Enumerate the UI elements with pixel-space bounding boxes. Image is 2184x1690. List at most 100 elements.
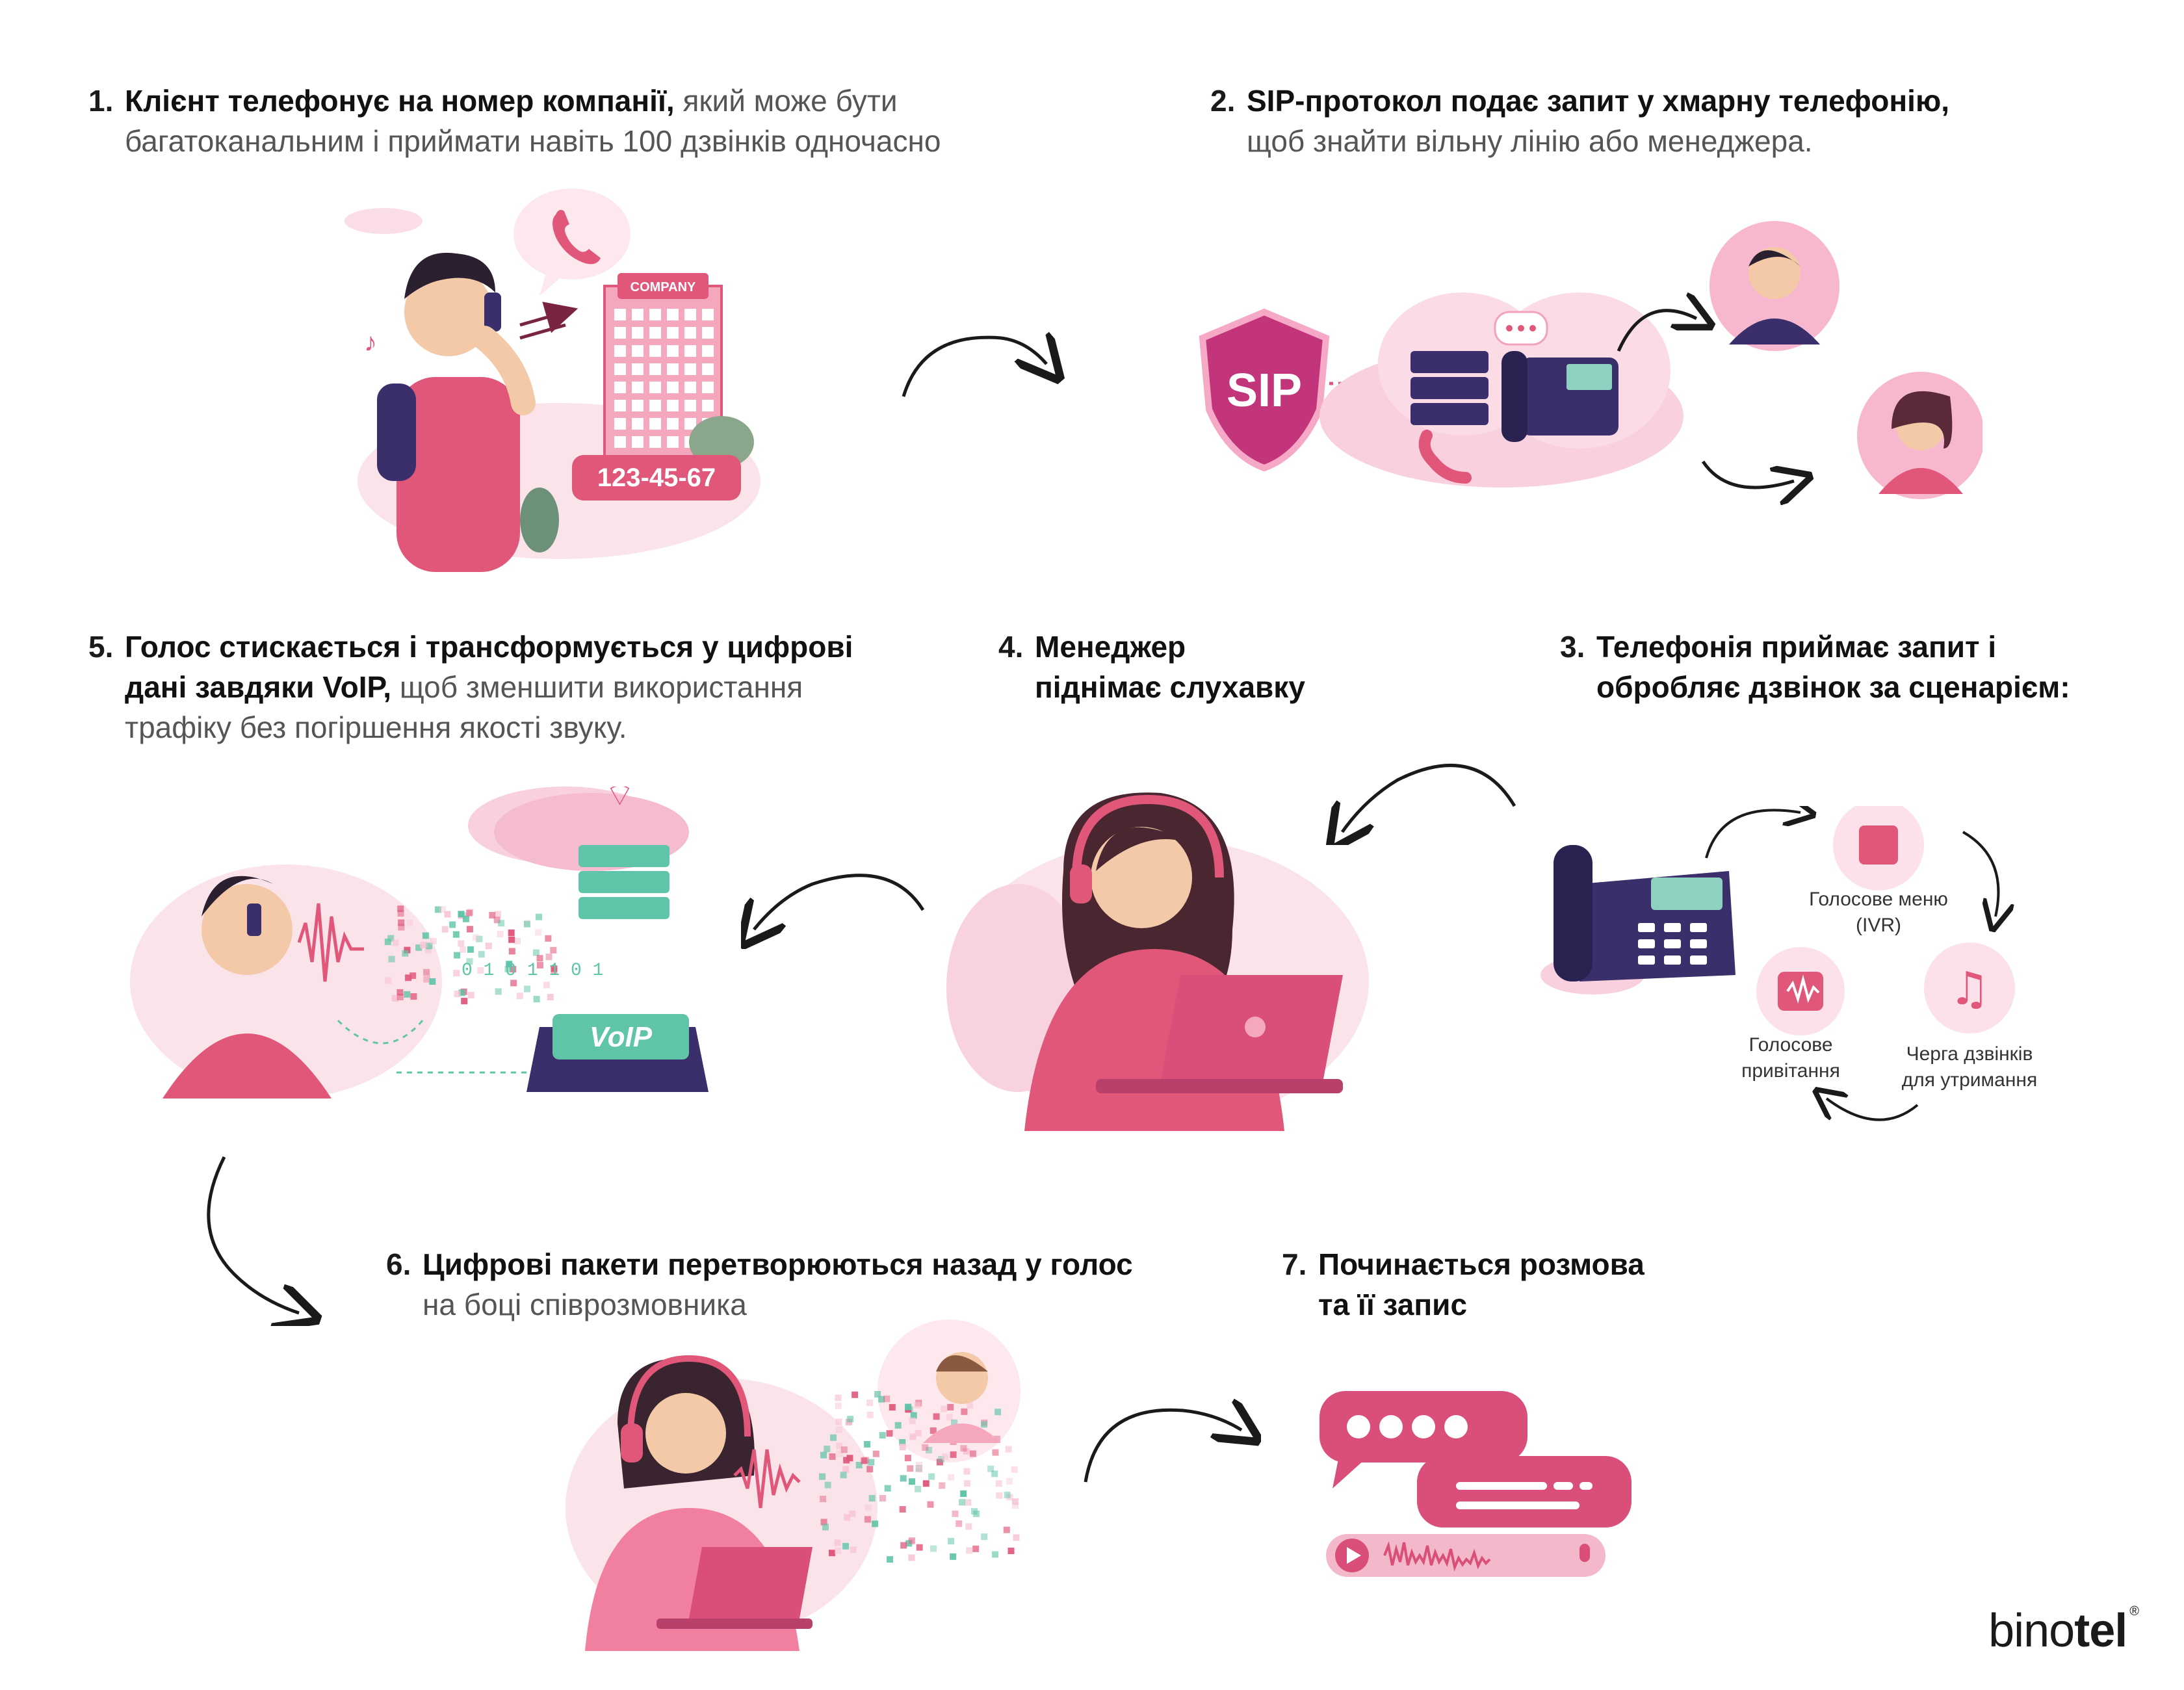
building-window	[667, 363, 679, 375]
data-bit	[396, 989, 404, 996]
building-window	[667, 436, 679, 448]
data-bit	[914, 1401, 921, 1409]
building-window	[667, 400, 679, 411]
data-bit	[478, 951, 485, 958]
building-window	[614, 418, 626, 430]
data-bit	[844, 1514, 851, 1521]
building-window	[684, 400, 696, 411]
data-bit	[884, 1485, 891, 1492]
data-bit	[889, 1404, 896, 1411]
step-7-line2: та її запис	[1318, 1288, 1468, 1321]
arrow-5-to-6	[207, 1156, 325, 1326]
data-bit	[493, 916, 500, 924]
data-bit	[904, 1455, 911, 1462]
data-bit	[922, 1480, 930, 1487]
greeting-label-line2: привітання	[1741, 1060, 1840, 1082]
data-bit	[894, 1422, 902, 1429]
data-bit	[963, 1468, 970, 1475]
data-bit	[423, 968, 430, 976]
data-bit	[909, 1478, 916, 1485]
ivr-label: Голосове меню (IVR)	[1781, 887, 1976, 939]
data-bit	[535, 929, 542, 936]
data-bit	[822, 1524, 829, 1531]
data-bit	[959, 1499, 966, 1506]
data-bit	[950, 1451, 957, 1458]
data-bit	[872, 1450, 879, 1457]
data-bit	[435, 906, 442, 913]
svg-text:♪: ♪	[364, 328, 377, 357]
building-window	[632, 363, 644, 375]
data-bit	[950, 1553, 957, 1560]
caller-man-icon	[162, 876, 332, 1098]
data-bit	[835, 1426, 842, 1433]
voice-wave-icon	[297, 903, 364, 982]
data-bit	[908, 1554, 915, 1561]
desk-phone-icon	[1554, 845, 1736, 982]
data-bit	[967, 1402, 974, 1409]
building-window	[632, 400, 644, 411]
data-bit	[543, 982, 550, 989]
data-bit	[834, 1539, 841, 1546]
arrow-4-to-5	[741, 874, 925, 949]
step-1-title: Клієнт телефонує на номер компанії,	[125, 84, 675, 118]
data-bit	[462, 915, 469, 922]
data-bit	[852, 1391, 859, 1398]
voip-illustration: 0 1 0 1 1 0 1 ⌔ VoIP	[130, 786, 708, 1098]
data-bit	[942, 1453, 949, 1461]
building-window	[702, 400, 714, 411]
building-window	[684, 345, 696, 357]
data-bit	[466, 958, 473, 965]
step-6-text: 6. Цифрові пакети перетворюються назад у…	[386, 1244, 1133, 1325]
data-bit	[494, 911, 501, 918]
ivr-label-line2: (IVR)	[1856, 915, 1901, 936]
building-window	[667, 327, 679, 339]
building-window	[684, 418, 696, 430]
data-bit	[392, 994, 399, 1002]
laptop-icon	[1096, 975, 1343, 1093]
data-bit	[951, 1419, 958, 1426]
data-bit	[996, 1492, 1003, 1499]
phone-key	[1690, 923, 1707, 932]
data-bit	[461, 998, 468, 1005]
data-bit	[508, 948, 515, 955]
data-bit	[836, 1450, 843, 1457]
data-bit	[1011, 1498, 1019, 1505]
phone-bubble-icon	[514, 188, 630, 296]
data-bit	[497, 931, 504, 938]
data-bit	[969, 1450, 976, 1457]
building-window	[684, 382, 696, 393]
arrow-3-to-4	[1326, 764, 1516, 845]
greeting-label-line1: Голосове	[1748, 1034, 1833, 1056]
building-window	[649, 309, 661, 320]
step-4-number: 4.	[998, 630, 1024, 664]
data-bit	[422, 975, 430, 982]
building-window	[614, 309, 626, 320]
step-6-title: Цифрові пакети перетворюються назад у го…	[422, 1247, 1133, 1281]
data-bit	[907, 1465, 914, 1472]
digital-bits-icon	[384, 905, 558, 1005]
data-bit	[819, 1473, 826, 1480]
step-4-text: 4. Менеджер піднімає слухавку	[998, 627, 1305, 707]
data-bit	[523, 920, 530, 928]
data-bit	[866, 1411, 874, 1418]
step-5-text: 5. Голос стискається і трансформується у…	[88, 627, 853, 748]
building-window	[649, 327, 661, 339]
step-7-title: Починається розмова	[1318, 1247, 1644, 1281]
data-bit	[508, 936, 515, 943]
data-bit	[883, 1396, 890, 1403]
step-2-text: 2. SIP-протокол подає запит у хмарну тел…	[1210, 81, 1949, 161]
digital-bits-icon	[819, 1391, 1020, 1563]
data-bit	[915, 1485, 922, 1492]
building-window	[684, 309, 696, 320]
building-window	[632, 436, 644, 448]
data-bit	[878, 1396, 885, 1403]
data-bit	[855, 1462, 863, 1469]
server-icon	[1410, 351, 1488, 425]
data-bit	[410, 993, 417, 1000]
data-bit	[946, 1414, 953, 1421]
data-bit	[547, 994, 554, 1001]
building-window	[614, 436, 626, 448]
data-bit	[840, 1446, 848, 1453]
data-bit	[872, 1520, 879, 1528]
data-bit	[454, 991, 461, 998]
